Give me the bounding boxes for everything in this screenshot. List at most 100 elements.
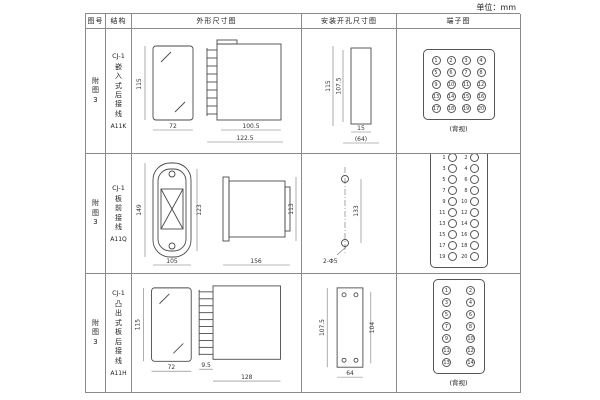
relay-side-view: [222, 176, 290, 241]
header-terminal: 端子图: [397, 14, 521, 29]
terminal-circle: [447, 164, 457, 173]
outline-drawing-row2: 149 123 105 156 113: [132, 154, 302, 274]
cutout-svg-row3: 107.5 104 64: [319, 287, 375, 378]
terminal-circle: [447, 208, 457, 217]
terminal-number: 12: [461, 209, 468, 216]
terminal-number: 9: [442, 198, 446, 205]
terminal-circle: 17: [431, 104, 441, 113]
dim-105: 105: [166, 258, 178, 265]
terminal-circle: [447, 175, 457, 184]
dimension-lines: [144, 46, 283, 143]
dim-64: (64): [354, 136, 366, 143]
header-structure: 结构: [106, 14, 132, 29]
terminal-number: 2: [464, 154, 468, 161]
terminal-number: 18: [461, 242, 468, 249]
dim-115: 115: [325, 80, 332, 92]
terminal-circle: [469, 186, 479, 195]
terminal-circle: [447, 197, 457, 206]
terminal-circle: 7: [442, 322, 451, 331]
terminal-circle: 6: [466, 310, 475, 319]
terminal-circle: [447, 154, 457, 162]
dimension-lines: [144, 162, 296, 265]
terminal-circle: [447, 241, 457, 250]
cutout-shape: [336, 287, 363, 368]
unit-label: 单位：mm: [476, 3, 516, 12]
terminal-number: 15: [439, 231, 446, 238]
view-label: (背视): [449, 379, 468, 387]
dim-115: 115: [134, 319, 141, 331]
structure-row3: CJ-1 凸出式板后接线 A11H: [106, 274, 132, 393]
dimension-lines: [336, 178, 361, 255]
terminal-circle: [469, 208, 479, 217]
header-install: 安装开孔尺寸图: [302, 14, 397, 29]
model-label: CJ-1: [112, 51, 125, 60]
terminal-circle: 5: [431, 68, 441, 77]
terminal-circle: 12: [476, 80, 486, 89]
front-plate: [152, 162, 191, 257]
terminal-circle: 14: [446, 92, 456, 101]
terminal-number: 19: [439, 253, 446, 260]
terminal-circle: 13: [431, 92, 441, 101]
spec-table: 图号 结构 外形尺寸图 安装开孔尺寸图 端子图 附图3 CJ-1 嵌入式后接线 …: [85, 13, 521, 393]
cutout-svg-row1: 115 107.5 15 (64): [325, 46, 379, 144]
terminal-circle: 8: [476, 68, 486, 77]
terminal-circle: [469, 219, 479, 228]
terminal-circle: [469, 252, 479, 261]
header-outline: 外形尺寸图: [132, 14, 302, 29]
terminal-circle: 14: [466, 358, 475, 367]
relay-outline-svg-row1: 115 72 100.5 122.5: [136, 39, 283, 143]
mounting-holes: [340, 174, 349, 247]
terminal-circle: 1: [442, 286, 451, 295]
terminal-circle: 10: [466, 334, 475, 343]
terminal-circle: 20: [476, 104, 486, 113]
terminal-circle: 2: [466, 286, 475, 295]
structure-row1: CJ-1 嵌入式后接线 A11K: [106, 29, 132, 154]
fig-no-row1: 附图3: [86, 29, 106, 154]
terminal-circle: 18: [446, 104, 456, 113]
dim-9-5: 9.5: [201, 362, 211, 369]
dim-72: 72: [167, 364, 175, 371]
cutout-rect: [350, 47, 371, 125]
terminal-circle: 11: [461, 80, 471, 89]
relay-side-view: [206, 39, 281, 121]
header-fig: 图号: [86, 14, 106, 29]
dim-133: 133: [353, 205, 360, 217]
fig-no-row3: 附图3: [86, 274, 106, 393]
terminal-circle: 9: [431, 80, 441, 89]
model-label: CJ-1: [112, 183, 125, 192]
view-label: (背视): [449, 125, 468, 133]
terminal-circle: 7: [461, 68, 471, 77]
dim-149: 149: [136, 204, 143, 216]
model-label: CJ-1: [112, 288, 125, 297]
terminal-circle: [469, 175, 479, 184]
terminal-number: 16: [461, 231, 468, 238]
terminal-circle: [469, 154, 479, 162]
terminal-number: 3: [442, 165, 446, 172]
hole-callout: 2-Φ5: [323, 258, 338, 265]
structure-desc: 凸出式板后接线: [115, 299, 122, 365]
dimension-lines: [142, 287, 280, 382]
terminal-circle: [469, 241, 479, 250]
holes-svg-row2: 133 2-Φ5: [323, 166, 361, 265]
structure-code: A11Q: [110, 236, 127, 244]
install-drawing-row2: 133 2-Φ5: [302, 154, 397, 274]
dim-72: 72: [169, 123, 177, 130]
terminal-circle: 12: [466, 346, 475, 355]
fig-no-row2: 附图3: [86, 154, 106, 274]
terminal-circle: 2: [446, 56, 456, 65]
structure-desc: 板前接线: [115, 194, 122, 231]
terminal-circle: 3: [442, 298, 451, 307]
terminal-circle: 6: [446, 68, 456, 77]
dim-107-5: 107.5: [335, 77, 342, 94]
terminal-number: 13: [439, 220, 446, 227]
dim-100-5: 100.5: [242, 123, 259, 130]
terminal-circle: 13: [442, 358, 451, 367]
terminal-circle: [447, 219, 457, 228]
terminal-number: 1: [442, 154, 446, 161]
terminal-number: 11: [439, 209, 446, 216]
